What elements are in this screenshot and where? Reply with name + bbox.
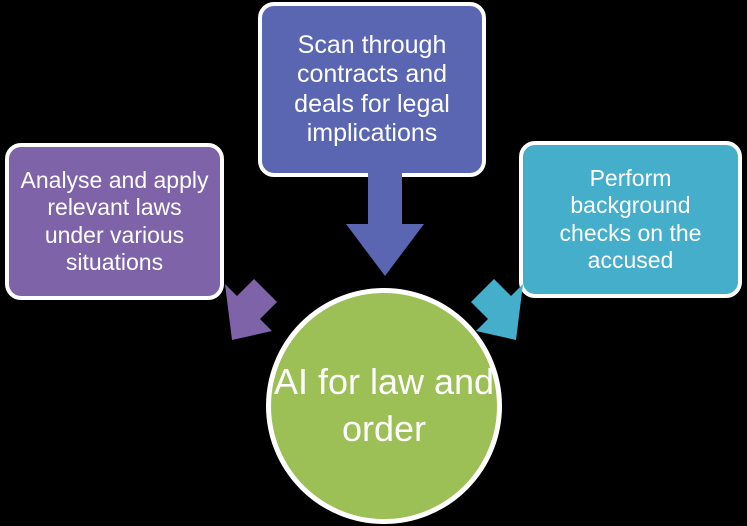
node-label-right: Perform background checks on the accused [559, 165, 702, 273]
node-box-top-scan-contracts[interactable]: Scan through contracts and deals for leg… [258, 2, 486, 177]
center-node-label: AI for law and order [273, 361, 495, 449]
center-node-ai-for-law-and-order[interactable]: AI for law and order [266, 288, 502, 524]
node-box-right-background-checks[interactable]: Perform background checks on the accused [519, 141, 742, 298]
node-label-top: Scan through contracts and deals for leg… [294, 30, 450, 148]
arrow-top-to-center-icon [330, 172, 440, 284]
node-label-left: Analyse and apply relevant laws under va… [20, 167, 209, 275]
node-box-left-analyse-laws[interactable]: Analyse and apply relevant laws under va… [5, 143, 224, 300]
arrow-right-to-center-icon [466, 278, 538, 348]
arrow-left-to-center-icon [210, 278, 280, 348]
